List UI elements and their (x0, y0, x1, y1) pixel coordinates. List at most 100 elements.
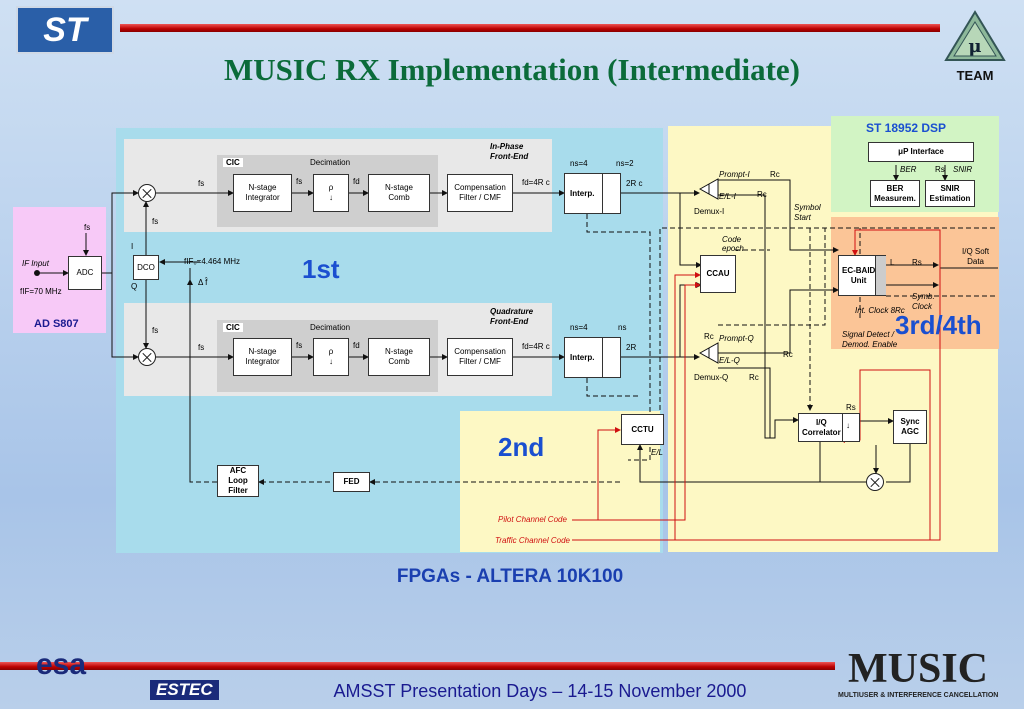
quad-fs: fs (198, 343, 205, 352)
iq-soft-data-label: I/Q Soft Data (962, 247, 990, 266)
inphase-interp-divider (602, 174, 603, 213)
ec-baid-unit: EC-BAID Unit (838, 255, 886, 296)
inphase-2rc: 2R c (626, 179, 643, 188)
dco-fif-label: fIF₀=4.464 MHz (184, 257, 241, 266)
dsp-snir-label: SNIR (953, 165, 973, 174)
prompt-i-label: Prompt-I (719, 170, 750, 179)
dsp-title: ST 18952 DSP (866, 121, 947, 135)
inphase-rho-label: ρ (328, 183, 334, 192)
symb-clock-label: Symb. Clock (912, 292, 935, 311)
estec-logo: ESTEC (150, 680, 219, 700)
inphase-fs2: fs (296, 177, 303, 186)
up-interface: μP Interface (868, 142, 974, 162)
dco-q-label: Q (131, 282, 138, 291)
label-3rd: 3rd/4th (895, 310, 982, 340)
inphase-ns2: ns=2 (616, 159, 634, 168)
afc-loop-filter: AFC Loop Filter (217, 465, 259, 497)
signal-detect-label: Signal Detect / Demod. Enable (842, 330, 898, 349)
quad-rho-label: ρ (328, 347, 334, 356)
inphase-integrator: N-stage Integrator (233, 174, 292, 212)
fif-label: fIF=70 MHz (20, 287, 62, 296)
inphase-header: In-Phase Front-End (490, 142, 529, 161)
inphase-fd-out: fd=4R c (522, 178, 550, 187)
ec-baid-l-label: L (890, 258, 895, 267)
rc-label-3: Rc (704, 332, 714, 341)
inphase-fs: fs (198, 179, 205, 188)
fpga-label: FPGAs - ALTERA 10K100 (396, 566, 624, 587)
inphase-rho: ρ↓ (313, 174, 349, 212)
quad-comb: N-stage Comb (368, 338, 430, 376)
iq-correlator-arrow: ↓ (846, 421, 850, 430)
music-logo: MUSIC (848, 646, 989, 692)
quad-fs-in: fs (152, 326, 159, 335)
mixer-sync (866, 473, 884, 491)
dco-block: DCO (133, 255, 159, 280)
top-bar (120, 24, 940, 32)
quad-interp: Interp. (564, 337, 621, 378)
mixer-i (138, 184, 156, 202)
ber-measurement: BER Measurem. (870, 180, 920, 207)
label-2nd: 2nd (498, 432, 545, 462)
inphase-ns4: ns=4 (570, 159, 588, 168)
despreader-q (699, 342, 719, 364)
if-input-dot (34, 270, 40, 276)
quad-rho: ρ↓ (313, 338, 349, 376)
quad-decimation-label: Decimation (310, 323, 351, 332)
quad-cic-label: CIC (223, 323, 243, 332)
quad-2r: 2R (626, 343, 637, 352)
el-i-label: E/L-I (719, 192, 736, 201)
quad-rho-arrow: ↓ (329, 357, 333, 366)
bottom-bar (0, 662, 835, 670)
rc-label-5: Rc (749, 373, 759, 382)
team-mu: μ (968, 36, 981, 57)
dco-delta-f-label: Δ f̂ (198, 278, 208, 287)
code-epoch-label: Code epoch (722, 235, 744, 253)
fed-block: FED (333, 472, 370, 492)
inphase-cic-label: CIC (223, 158, 243, 167)
iq-correlator-divider (842, 414, 843, 441)
iq-rs-label: Rs (846, 403, 856, 412)
quad-comp-filter: Compensation Filter / CMF (447, 338, 513, 376)
quad-interp-label: Interp. (570, 352, 595, 362)
inphase-comb: N-stage Comb (368, 174, 430, 212)
inphase-rho-arrow: ↓ (329, 193, 333, 202)
quad-fd: fd (353, 341, 360, 350)
page-title: MUSIC RX Implementation (Intermediate) (224, 52, 800, 87)
team-logo: μ TEAM (944, 10, 1006, 83)
if-input-label: IF Input (22, 259, 49, 268)
dco-i-label: I (131, 242, 134, 251)
music-logo-subtitle: MULTIUSER & INTERFERENCE CANCELLATION (838, 692, 999, 699)
prompt-q-label: Prompt-Q (719, 334, 754, 343)
pilot-code-label: Pilot Channel Code (498, 515, 567, 524)
quad-fs2: fs (296, 341, 303, 350)
snir-estimation: SNIR Estimation (925, 180, 975, 207)
inphase-decimation-label: Decimation (310, 158, 351, 167)
footer-text: AMSST Presentation Days – 14-15 November… (333, 681, 747, 701)
quad-interp-divider (602, 338, 603, 377)
rc-label-2: Rc (757, 190, 767, 199)
rc-label-1: Rc (770, 170, 780, 179)
symbol-start-label: Symbol Start (794, 203, 821, 222)
esa-logo: esa (36, 648, 87, 681)
iq-correlator: I/Q Correlator ↓ (798, 413, 860, 442)
traffic-code-label: Traffic Channel Code (495, 536, 570, 545)
demux-q-label: Demux-Q (694, 373, 729, 382)
iq-correlator-label: I/Q Correlator (802, 417, 841, 437)
inphase-interp: Interp. (564, 173, 621, 214)
ccau-block: CCAU (700, 255, 736, 293)
quad-header: Quadrature Front-End (490, 307, 534, 326)
ec-baid-shade (875, 256, 886, 295)
despreader-i (699, 178, 719, 200)
quad-integrator: N-stage Integrator (233, 338, 292, 376)
inphase-fs-in: fs (152, 217, 159, 226)
sync-agc-block: Sync AGC (893, 410, 927, 444)
dsp-ber-label: BER (900, 165, 917, 174)
inphase-interp-label: Interp. (570, 188, 595, 198)
cctu-el-label: E/L (651, 448, 664, 457)
ec-baid-label: EC-BAID Unit (842, 265, 876, 285)
ad-fs-label: fs (84, 223, 91, 232)
demux-i-label: Demux-I (694, 207, 725, 216)
dsp-rs-label: Rs (935, 165, 945, 174)
ad-label: AD S807 (34, 318, 79, 330)
